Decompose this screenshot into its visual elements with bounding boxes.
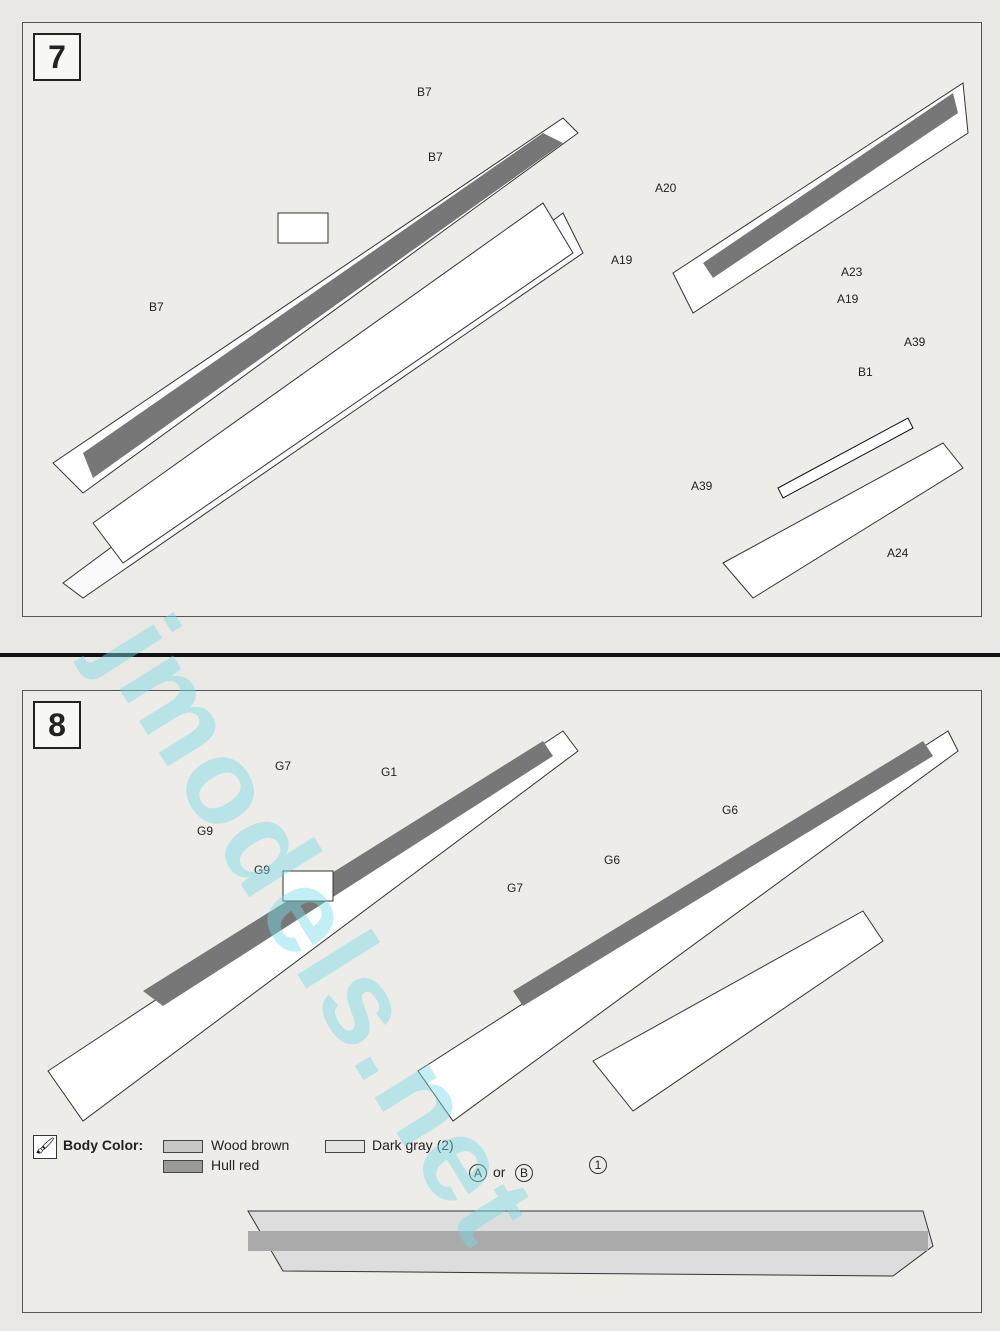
color-swatch (325, 1140, 365, 1153)
option-b-marker: B (515, 1164, 533, 1182)
part-label: G9 (197, 824, 214, 838)
part-label: G6 (604, 853, 621, 867)
color-swatch (163, 1160, 203, 1173)
part-label: A24 (887, 546, 909, 560)
part-label: A39 (904, 335, 926, 349)
part-label: A23 (841, 265, 863, 279)
legend-label: Wood brown (211, 1137, 290, 1153)
part-label: A19 (611, 253, 633, 267)
paintbrush-icon: 🖌 (33, 1135, 57, 1159)
step-number: 7 (33, 33, 81, 81)
part-label: G1 (381, 765, 398, 779)
or-text: or (493, 1164, 506, 1180)
step-8-diagram (47, 730, 959, 1277)
legend-title: Body Color: (63, 1137, 144, 1153)
marker-1: 1 (589, 1156, 607, 1174)
part-label: B7 (149, 300, 164, 314)
divider (0, 653, 1000, 657)
part-label: B7 (428, 150, 443, 164)
step-7-panel: 7 B7 B7 B7 A20 A19 A23 A19 A39 B1 A39 A2… (22, 22, 982, 617)
step-number: 8 (33, 701, 81, 749)
part-label: G9 (254, 863, 271, 877)
legend-label: Dark gray (2) (372, 1137, 454, 1153)
part-label: B7 (417, 85, 432, 99)
step-8-panel: 8 G7 G1 G9 G9 G7 G6 G6 🖌 Body Color: Woo… (22, 690, 982, 1313)
part-label: A20 (655, 181, 677, 195)
part-label: G7 (275, 759, 292, 773)
part-label: B1 (858, 365, 873, 379)
part-label: G7 (507, 881, 524, 895)
color-swatch (163, 1140, 203, 1153)
step-7-diagram (52, 82, 969, 599)
option-a-marker: A (469, 1164, 487, 1182)
legend-label: Hull red (211, 1157, 260, 1173)
part-label: G6 (722, 803, 739, 817)
part-label: A19 (837, 292, 859, 306)
part-label: A39 (691, 479, 713, 493)
